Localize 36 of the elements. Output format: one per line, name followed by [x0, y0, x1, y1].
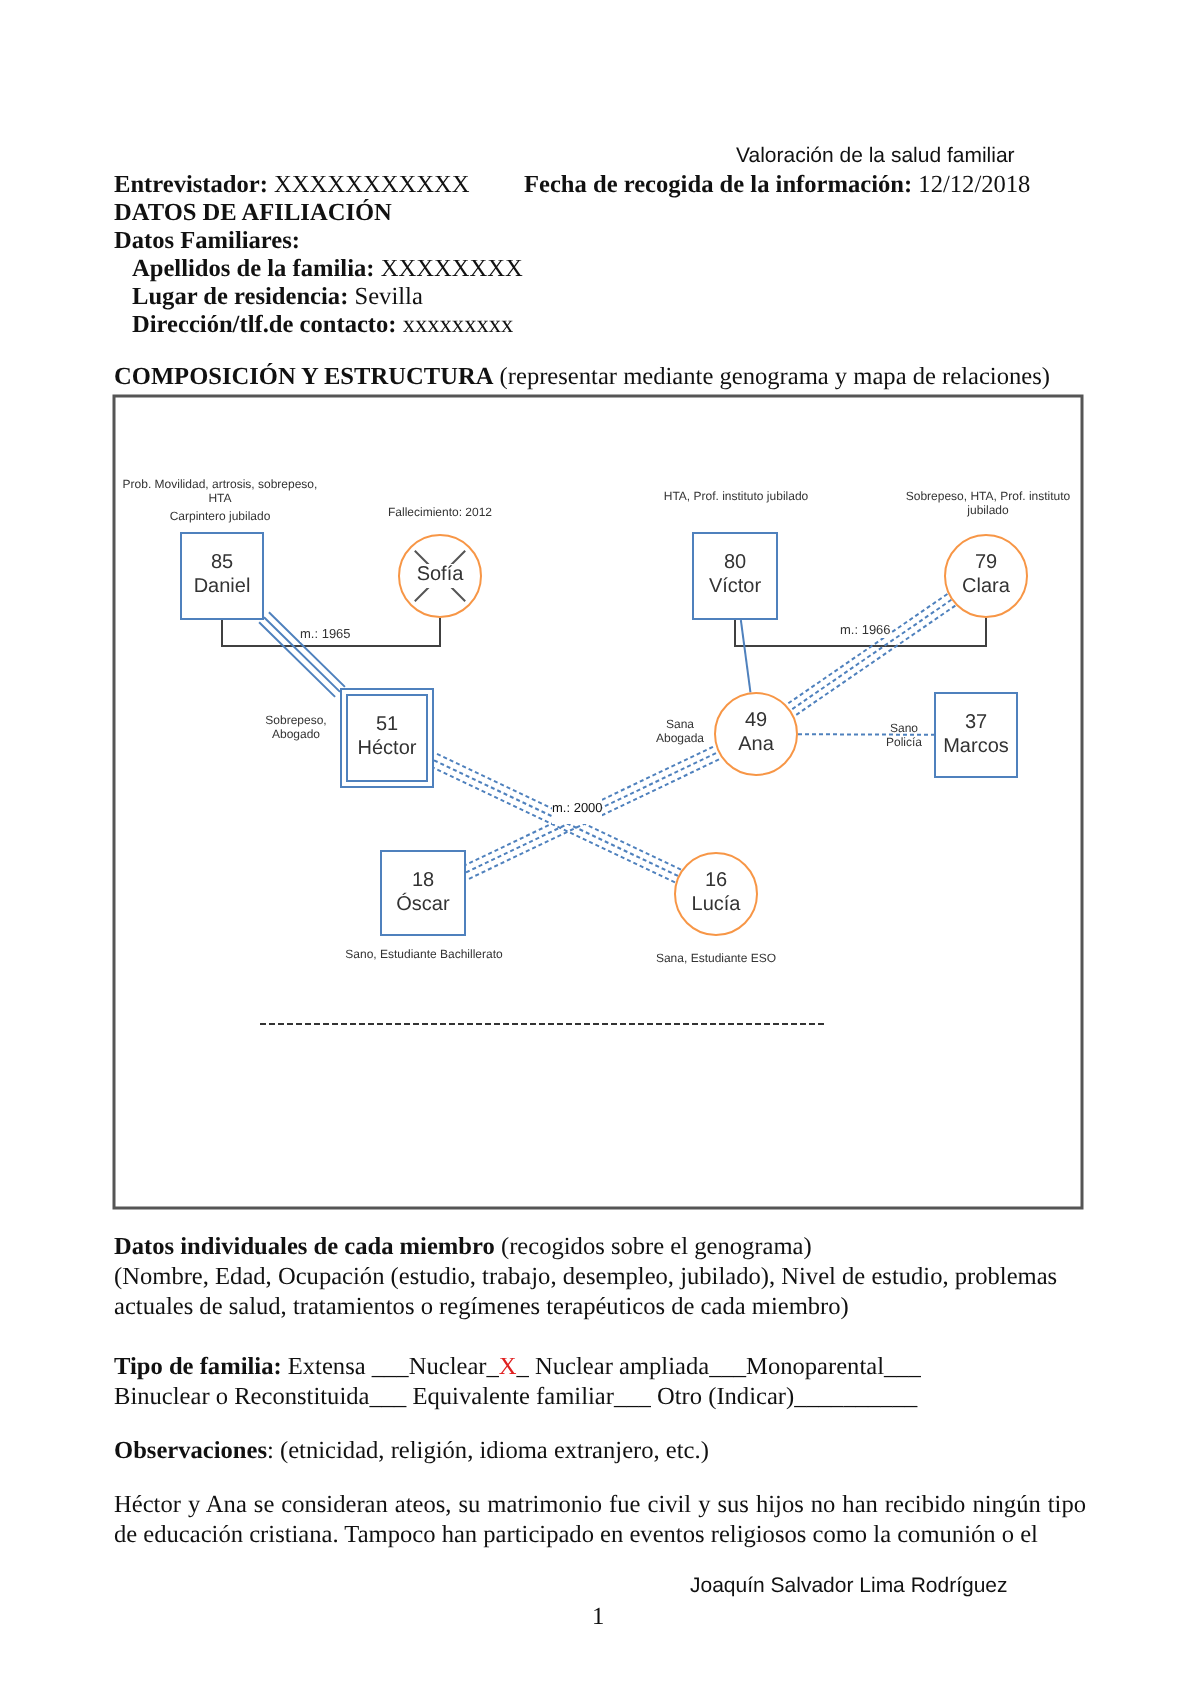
relationship-line: [785, 593, 957, 717]
male-square: 85 Daniel: [180, 532, 264, 620]
form-text: Dirección/tlf.de contacto: xxxxxxxxx: [132, 310, 514, 340]
form-text: DATOS DE AFILIACIÓN: [114, 198, 392, 228]
relationship-line: [430, 752, 683, 884]
form-text: Datos Familiares:: [114, 226, 301, 256]
author-name: Joaquín Salvador Lima Rodríguez: [690, 1572, 1008, 1602]
relationship-line: [462, 744, 723, 880]
form-text: Lugar de residencia: Sevilla: [132, 282, 423, 312]
female-circle: 49 Ana: [714, 692, 798, 776]
checkmark-x: X: [498, 1352, 517, 1380]
header-text: Valoración de la salud familiar: [736, 142, 1015, 172]
female-circle: 79 Clara: [944, 534, 1028, 618]
page-number: 1: [592, 1602, 605, 1632]
form-text: _ Nuclear ampliada___Monoparental___: [516, 1352, 921, 1380]
female-circle: Sofía: [398, 534, 482, 618]
female-circle: 16 Lucía: [674, 852, 758, 936]
form-text: Observaciones: (etnicidad, religión, idioma extranjero, etc.): [114, 1436, 709, 1466]
male-square: 18 Óscar: [380, 850, 466, 936]
form-text: Entrevistador: XXXXXXXXXXX: [114, 170, 470, 199]
form-text: Datos individuales de cada miembro (recogidos sobre el genograma): [114, 1232, 812, 1262]
male-square: 80 Víctor: [692, 532, 778, 620]
form-text: (Nombre, Edad, Ocupación (estudio, trabajo, desempleo, jubilado), Nivel de estudio, problemas actuales de salud, tratamientos o regímenes terapéuticos de cada miembro): [114, 1262, 1060, 1322]
relationship-line: [739, 619, 752, 694]
form-text: Apellidos de la familia: XXXXXXXX: [132, 254, 523, 284]
paragraph: Héctor y Ana se consideran ateos, su matrimonio fue civil y sus hijos no han recibido ningún tipo de educación cristiana. Tampoco han participado en eventos religiosos como la comunión o el: [114, 1490, 1086, 1550]
relationship-line: [258, 611, 346, 698]
relationship-line: [797, 733, 935, 736]
form-text: COMPOSICIÓN Y ESTRUCTURA (representar mediante genograma y mapa de relaciones): [114, 362, 1050, 392]
marriage-line: [734, 617, 987, 647]
form-text: Fecha de recogida de la información: 12/12/2018: [524, 170, 1031, 200]
form-text: Binuclear o Reconstituida___ Equivalente familiar___ Otro (Indicar)__________: [114, 1382, 918, 1412]
form-text: Tipo de familia: Extensa ___Nuclear_: [114, 1352, 499, 1380]
male-square: 51 Héctor: [340, 688, 434, 788]
marriage-line: [221, 617, 441, 647]
male-square: 37 Marcos: [934, 692, 1018, 778]
